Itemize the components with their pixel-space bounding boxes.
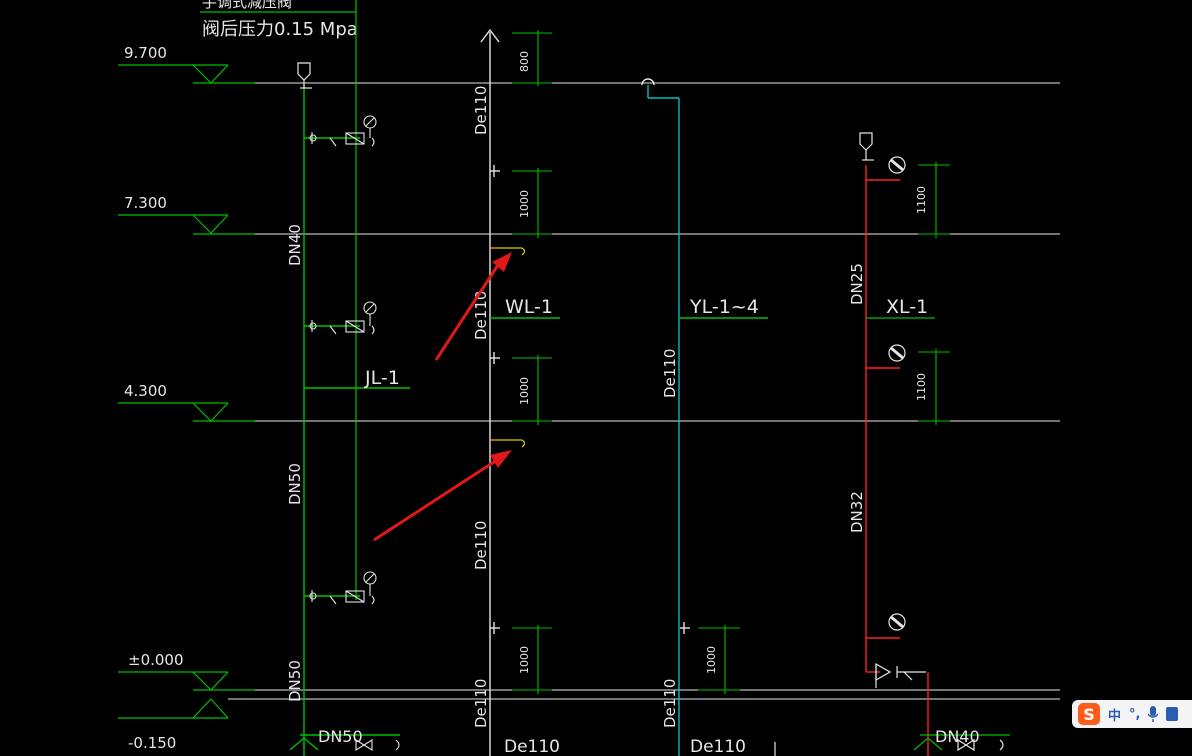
wl-tag: WL-1 <box>505 296 553 318</box>
elevation-markers <box>118 64 255 719</box>
yl-size-mid: De110 <box>661 349 679 398</box>
wl-branches <box>491 247 526 448</box>
elevation-label-9700: 9.700 <box>124 44 167 62</box>
xl-size-low: DN32 <box>848 491 866 533</box>
elevation-label-m0150: -0.150 <box>128 734 176 752</box>
ime-logo-icon[interactable]: S <box>1078 703 1100 725</box>
wl-size-bottom: De110 <box>472 679 490 728</box>
wl-size-base: De110 <box>504 737 560 756</box>
elevation-label-0000: ±0.000 <box>128 651 184 669</box>
xl-size-bottom: DN40 <box>935 727 980 746</box>
dimension-lines <box>512 30 950 694</box>
jl-branch-fittings <box>309 115 400 751</box>
wl-riser <box>480 28 560 756</box>
yl-riser <box>641 78 768 756</box>
elevation-label-7300: 7.300 <box>124 194 167 212</box>
floor-lines <box>228 82 1060 700</box>
keyboard-icon[interactable] <box>1166 707 1179 721</box>
jl-riser <box>289 85 410 756</box>
jl-tag: JL-1 <box>364 367 400 389</box>
jl-size-upper: DN40 <box>286 224 304 266</box>
yl-size-base: De110 <box>690 737 746 756</box>
valve-note-line2: 阀后压力0.15 Mpa <box>202 19 358 40</box>
jl-size-bottom: DN50 <box>318 727 363 746</box>
wl-size-top: De110 <box>472 86 490 135</box>
jl-size-mid: DN50 <box>286 463 304 505</box>
dim-1000-d: 1000 <box>705 646 718 674</box>
dim-1100-b: 1100 <box>915 373 928 401</box>
xl-size-upper: DN25 <box>848 263 866 305</box>
xl-fittings <box>859 132 1004 752</box>
dim-800: 800 <box>518 51 531 72</box>
dim-1000-b: 1000 <box>518 377 531 405</box>
valve-note-line1: 手调式减压阀 <box>202 0 292 11</box>
yl-tag: YL-1~4 <box>689 296 759 318</box>
elevation-label-4300: 4.300 <box>124 382 167 400</box>
dim-1000-c: 1000 <box>518 646 531 674</box>
dim-1000-a: 1000 <box>518 190 531 218</box>
xl-riser <box>865 165 929 756</box>
dim-1100-a: 1100 <box>915 186 928 214</box>
wl-size-mid: De110 <box>472 291 490 340</box>
ime-toolbar[interactable]: S 中 °, <box>1072 700 1192 728</box>
ime-lang-toggle[interactable]: 中 <box>1108 708 1122 724</box>
wl-size-low: De110 <box>472 521 490 570</box>
jl-size-low: DN50 <box>286 660 304 702</box>
annotation-arrows <box>373 252 512 542</box>
ime-punct-toggle[interactable]: °, <box>1129 706 1141 722</box>
xl-base <box>866 317 1010 751</box>
microphone-icon[interactable] <box>1148 706 1159 722</box>
yl-size-bottom: De110 <box>661 679 679 728</box>
xl-tag: XL-1 <box>886 296 928 318</box>
jl-top-valve <box>297 62 312 89</box>
